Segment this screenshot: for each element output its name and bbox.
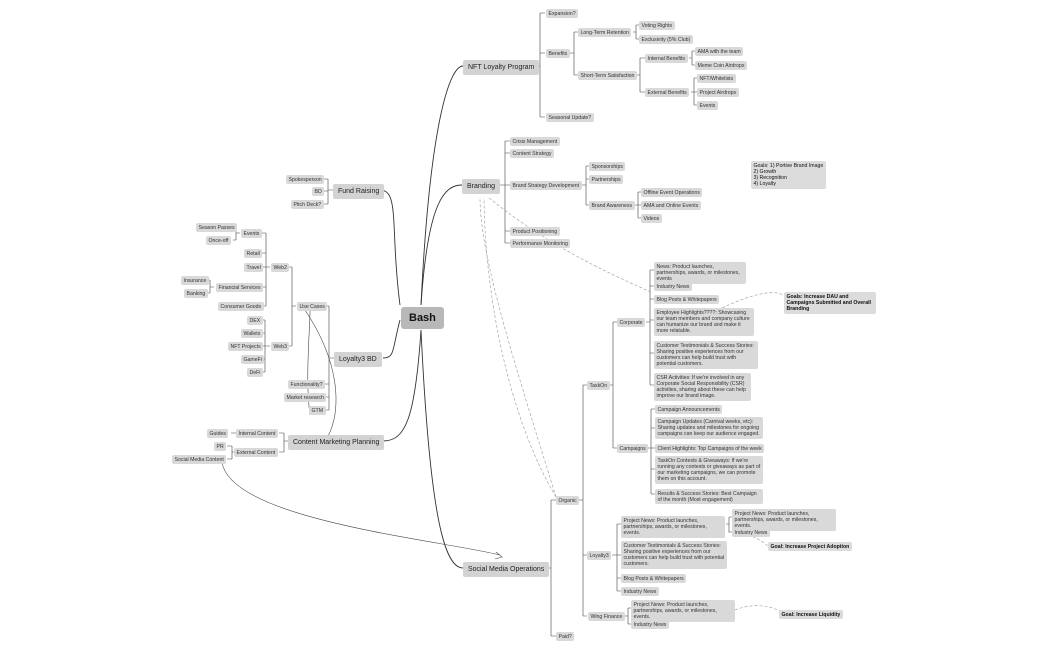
- node-spokesperson[interactable]: Spokesperson: [286, 175, 325, 185]
- node-project-airdrops[interactable]: Project Airdrops: [697, 88, 739, 98]
- node-nft-projects[interactable]: NFT Projects: [228, 342, 264, 352]
- node-events[interactable]: Events: [697, 101, 718, 111]
- node-guides[interactable]: Guides: [207, 429, 229, 439]
- node-dex[interactable]: DEX: [247, 316, 263, 326]
- topic-loyalty3-bd[interactable]: Loyalty3 BD: [334, 352, 382, 367]
- node-defi[interactable]: DeFi: [247, 368, 263, 378]
- node-financial-services[interactable]: Financial Services: [216, 283, 264, 293]
- node-wing-finance[interactable]: Wing Finance: [588, 612, 625, 622]
- node-social-media-content[interactable]: Social Media Content: [172, 455, 227, 465]
- node-exclusivity[interactable]: Exclusivity (5% Club): [639, 35, 693, 45]
- node-loyalty3-blog-posts[interactable]: Blog Posts & Whitepapers: [621, 574, 687, 584]
- node-loyalty3-testimonials[interactable]: Customer Testimonials & Success Stories:…: [621, 541, 727, 569]
- node-blog-posts[interactable]: Blog Posts & Whitepapers: [654, 295, 720, 305]
- node-consumer-goods[interactable]: Consumer Goods: [218, 302, 264, 312]
- topic-social-media-operations[interactable]: Social Media Operations: [463, 562, 550, 577]
- topic-nft-loyalty-program[interactable]: NFT Loyalty Program: [463, 60, 540, 75]
- node-use-cases[interactable]: Use Cases: [297, 302, 328, 312]
- node-pitch-deck[interactable]: Pitch Deck?: [291, 200, 324, 210]
- node-campaign-updates[interactable]: Campaign Updates (Carnival weeks, etc): …: [655, 417, 763, 439]
- note-branding-goals[interactable]: Goals: 1) Portive Brand Image 2) Growth …: [751, 161, 826, 189]
- node-market-research[interactable]: Market research: [284, 393, 327, 403]
- node-banking[interactable]: Banking: [184, 289, 208, 299]
- node-gtm[interactable]: GTM: [309, 406, 326, 416]
- node-ama-online-events[interactable]: AMA and Online Events: [641, 201, 701, 211]
- node-partnerships[interactable]: Partnerships: [589, 175, 624, 185]
- node-loyalty3-project-news[interactable]: Project News: Product launches, partners…: [621, 516, 725, 538]
- node-bd-events[interactable]: Events: [241, 229, 262, 239]
- node-wallets[interactable]: Wallets: [241, 329, 263, 339]
- node-results-success-stories[interactable]: Results & Success Stories: Best Campaign…: [655, 489, 763, 505]
- topic-branding[interactable]: Branding: [462, 179, 501, 194]
- topic-content-marketing-planning[interactable]: Content Marketing Planning: [288, 435, 385, 450]
- node-organic[interactable]: Organic: [556, 496, 580, 506]
- node-once-off[interactable]: Once-off: [206, 236, 231, 246]
- note-goal-increase-dau[interactable]: Goals: Increase DAU and Campaigns Submit…: [784, 292, 876, 314]
- node-insurance[interactable]: Insurance: [181, 276, 209, 286]
- node-wing-project-news[interactable]: Project News: Product launches, partners…: [631, 600, 735, 622]
- node-crisis-management[interactable]: Crisis Management: [510, 137, 560, 147]
- node-expansion[interactable]: Expansion?: [546, 9, 579, 19]
- node-wing-industry-news[interactable]: Industry News: [631, 620, 669, 630]
- node-corporate[interactable]: Corporate: [617, 318, 646, 328]
- node-internal-content[interactable]: Internal Content: [236, 429, 278, 439]
- node-voting-rights[interactable]: Voting Rights: [639, 21, 675, 31]
- node-loyalty3-industry-news-sub[interactable]: Industry News: [732, 528, 770, 538]
- note-goal-project-adoption[interactable]: Goal: Increase Project Adoption: [768, 542, 852, 552]
- node-long-term-retention[interactable]: Long-Term Retention: [578, 28, 632, 38]
- node-brand-strategy-development[interactable]: Brand Strategy Development: [510, 181, 582, 191]
- node-travel[interactable]: Travel: [244, 263, 264, 273]
- node-external-benefits[interactable]: External Benefits: [645, 88, 690, 98]
- node-content-strategy[interactable]: Content Strategy: [510, 149, 554, 159]
- node-internal-benefits[interactable]: Internal Benefits: [645, 54, 688, 64]
- node-bd[interactable]: BD: [312, 187, 325, 197]
- node-retail[interactable]: Retail: [244, 249, 263, 259]
- node-short-term-satisfaction[interactable]: Short-Term Satisfaction: [578, 71, 637, 81]
- node-seasonal-update[interactable]: Seasonal Update?: [546, 113, 594, 123]
- note-goal-increase-liquidity[interactable]: Goal: Increase Liquidity: [779, 610, 843, 620]
- node-web3[interactable]: Web3: [271, 342, 290, 352]
- node-nft-whitelists[interactable]: NFT/Whitelists: [697, 74, 736, 84]
- node-taskon-contests[interactable]: TaskOn Contests & Giveaways: If we're ru…: [655, 456, 763, 484]
- node-season-passes[interactable]: Season Passes: [196, 223, 238, 233]
- node-corporate-news[interactable]: News: Product launches, partnerships, aw…: [654, 262, 746, 284]
- node-performance-monitoring[interactable]: Performance Monitoring: [510, 239, 571, 249]
- topic-fund-raising[interactable]: Fund Raising: [333, 184, 385, 199]
- node-csr-activities[interactable]: CSR Activities: If we're involved in any…: [654, 373, 751, 401]
- node-employee-highlights[interactable]: Employee Highlights????: Showcasing our …: [654, 308, 754, 336]
- node-loyalty3[interactable]: Loyalty3: [587, 551, 612, 561]
- node-campaign-announcements[interactable]: Campaign Announcements: [655, 405, 723, 415]
- node-sponsorships[interactable]: Sponsorships: [589, 162, 626, 172]
- node-meme-coin-airdrops[interactable]: Meme Coin Airdrops: [695, 61, 747, 71]
- node-taskon[interactable]: TaskOn: [587, 381, 610, 391]
- node-loyalty3-industry-news[interactable]: Industry News: [621, 587, 659, 597]
- node-offline-event-operations[interactable]: Offline Event Operations: [641, 188, 703, 198]
- node-external-content[interactable]: External Content: [234, 448, 278, 458]
- node-videos[interactable]: Videos: [641, 214, 662, 224]
- root-node[interactable]: Bash: [401, 307, 444, 329]
- node-functionality[interactable]: Functionality?: [288, 380, 326, 390]
- node-pr[interactable]: PR: [214, 442, 227, 452]
- node-campaigns[interactable]: Campaigns: [617, 444, 649, 454]
- node-web2[interactable]: Web2: [271, 263, 290, 273]
- node-brand-awareness[interactable]: Brand Awareness: [589, 201, 635, 211]
- node-benefits[interactable]: Benefits: [546, 49, 570, 59]
- node-ama-with-team[interactable]: AMA with the team: [695, 47, 744, 57]
- node-gamefi[interactable]: GameFi: [241, 355, 265, 365]
- node-product-positioning[interactable]: Product Positioning: [510, 227, 560, 237]
- node-customer-testimonials[interactable]: Customer Testimonials & Success Stories:…: [654, 341, 758, 369]
- node-client-highlights[interactable]: Client Highlights: Top Campaigns of the …: [655, 444, 765, 454]
- node-loyalty3-project-news-sub[interactable]: Project News: Product launches, partners…: [732, 509, 836, 531]
- node-industry-news[interactable]: Industry News: [654, 282, 692, 292]
- node-paid[interactable]: Paid?: [556, 632, 575, 642]
